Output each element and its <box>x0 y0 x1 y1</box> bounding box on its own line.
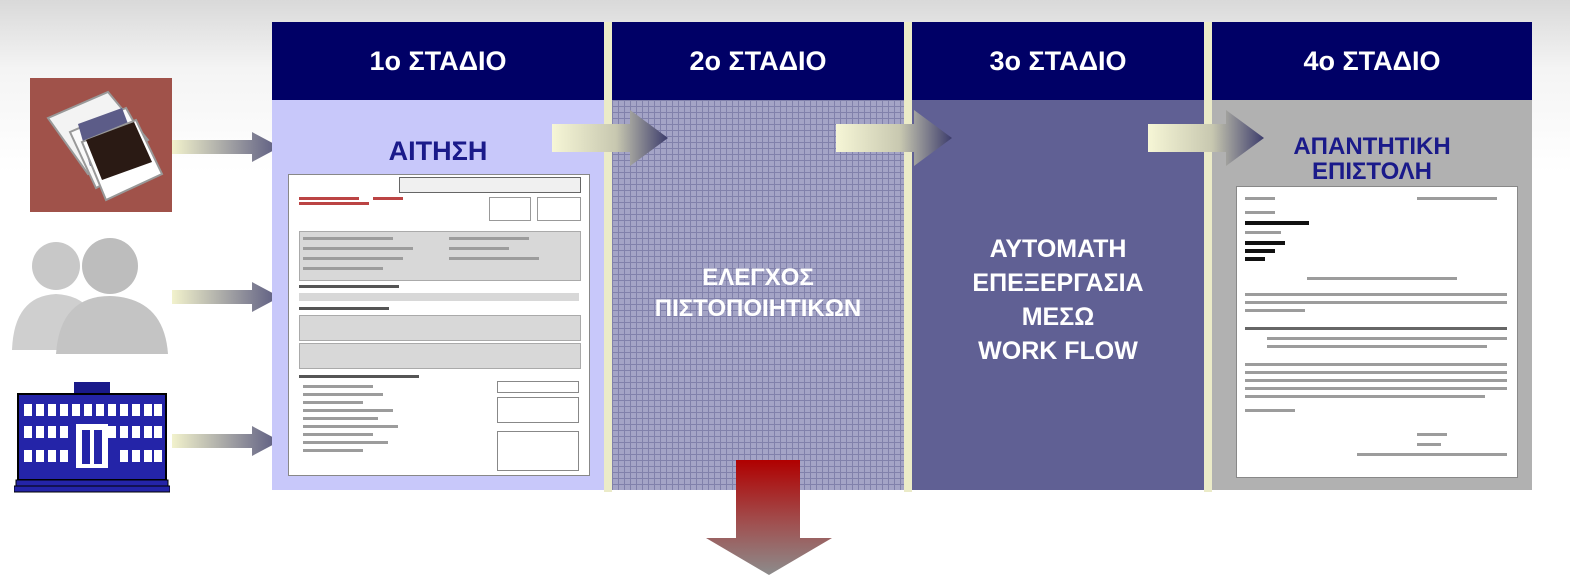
stage-2-title: ΕΛΕΓΧΟΣ ΠΙΣΤΟΠΟΙΗΤΙΚΩΝ <box>654 264 862 322</box>
reply-letter-document <box>1236 186 1518 478</box>
people-icon <box>8 232 172 356</box>
stage-3-header: 3ο ΣΤΑΔΙΟ <box>912 22 1204 100</box>
stage-4-header: 4ο ΣΤΑΔΙΟ <box>1212 22 1532 100</box>
application-form-document <box>288 174 590 476</box>
envelope-icon <box>30 78 172 212</box>
stage-1-header: 1ο ΣΤΑΔΙΟ <box>272 22 604 100</box>
separator <box>904 22 912 492</box>
stage-1-title: ΑΙΤΗΣΗ <box>388 136 488 166</box>
stage-2-header: 2ο ΣΤΑΔΙΟ <box>612 22 904 100</box>
separator <box>604 22 612 492</box>
stage-2-panel <box>612 100 904 490</box>
input-arrow-2 <box>172 282 280 312</box>
output-arrow <box>706 460 832 575</box>
separator <box>1204 22 1212 492</box>
stage-3-panel <box>912 100 1204 490</box>
input-arrow-1 <box>172 132 280 162</box>
building-icon <box>13 380 171 494</box>
stage-4-title: ΑΠΑΝΤΗΤΙΚΗ ΕΠΙΣΤΟΛΗ <box>1293 133 1451 185</box>
input-arrow-3 <box>172 426 280 456</box>
stage-3-title: ΑΥΤΟΜΑΤΗ ΕΠΕΞΕΡΓΑΣΙΑ ΜΕΣΩ WORK FLOW <box>972 235 1144 365</box>
stage-arrow-3 <box>1148 110 1264 166</box>
stage-arrow-1 <box>552 110 668 166</box>
stage-arrow-2 <box>836 110 952 166</box>
